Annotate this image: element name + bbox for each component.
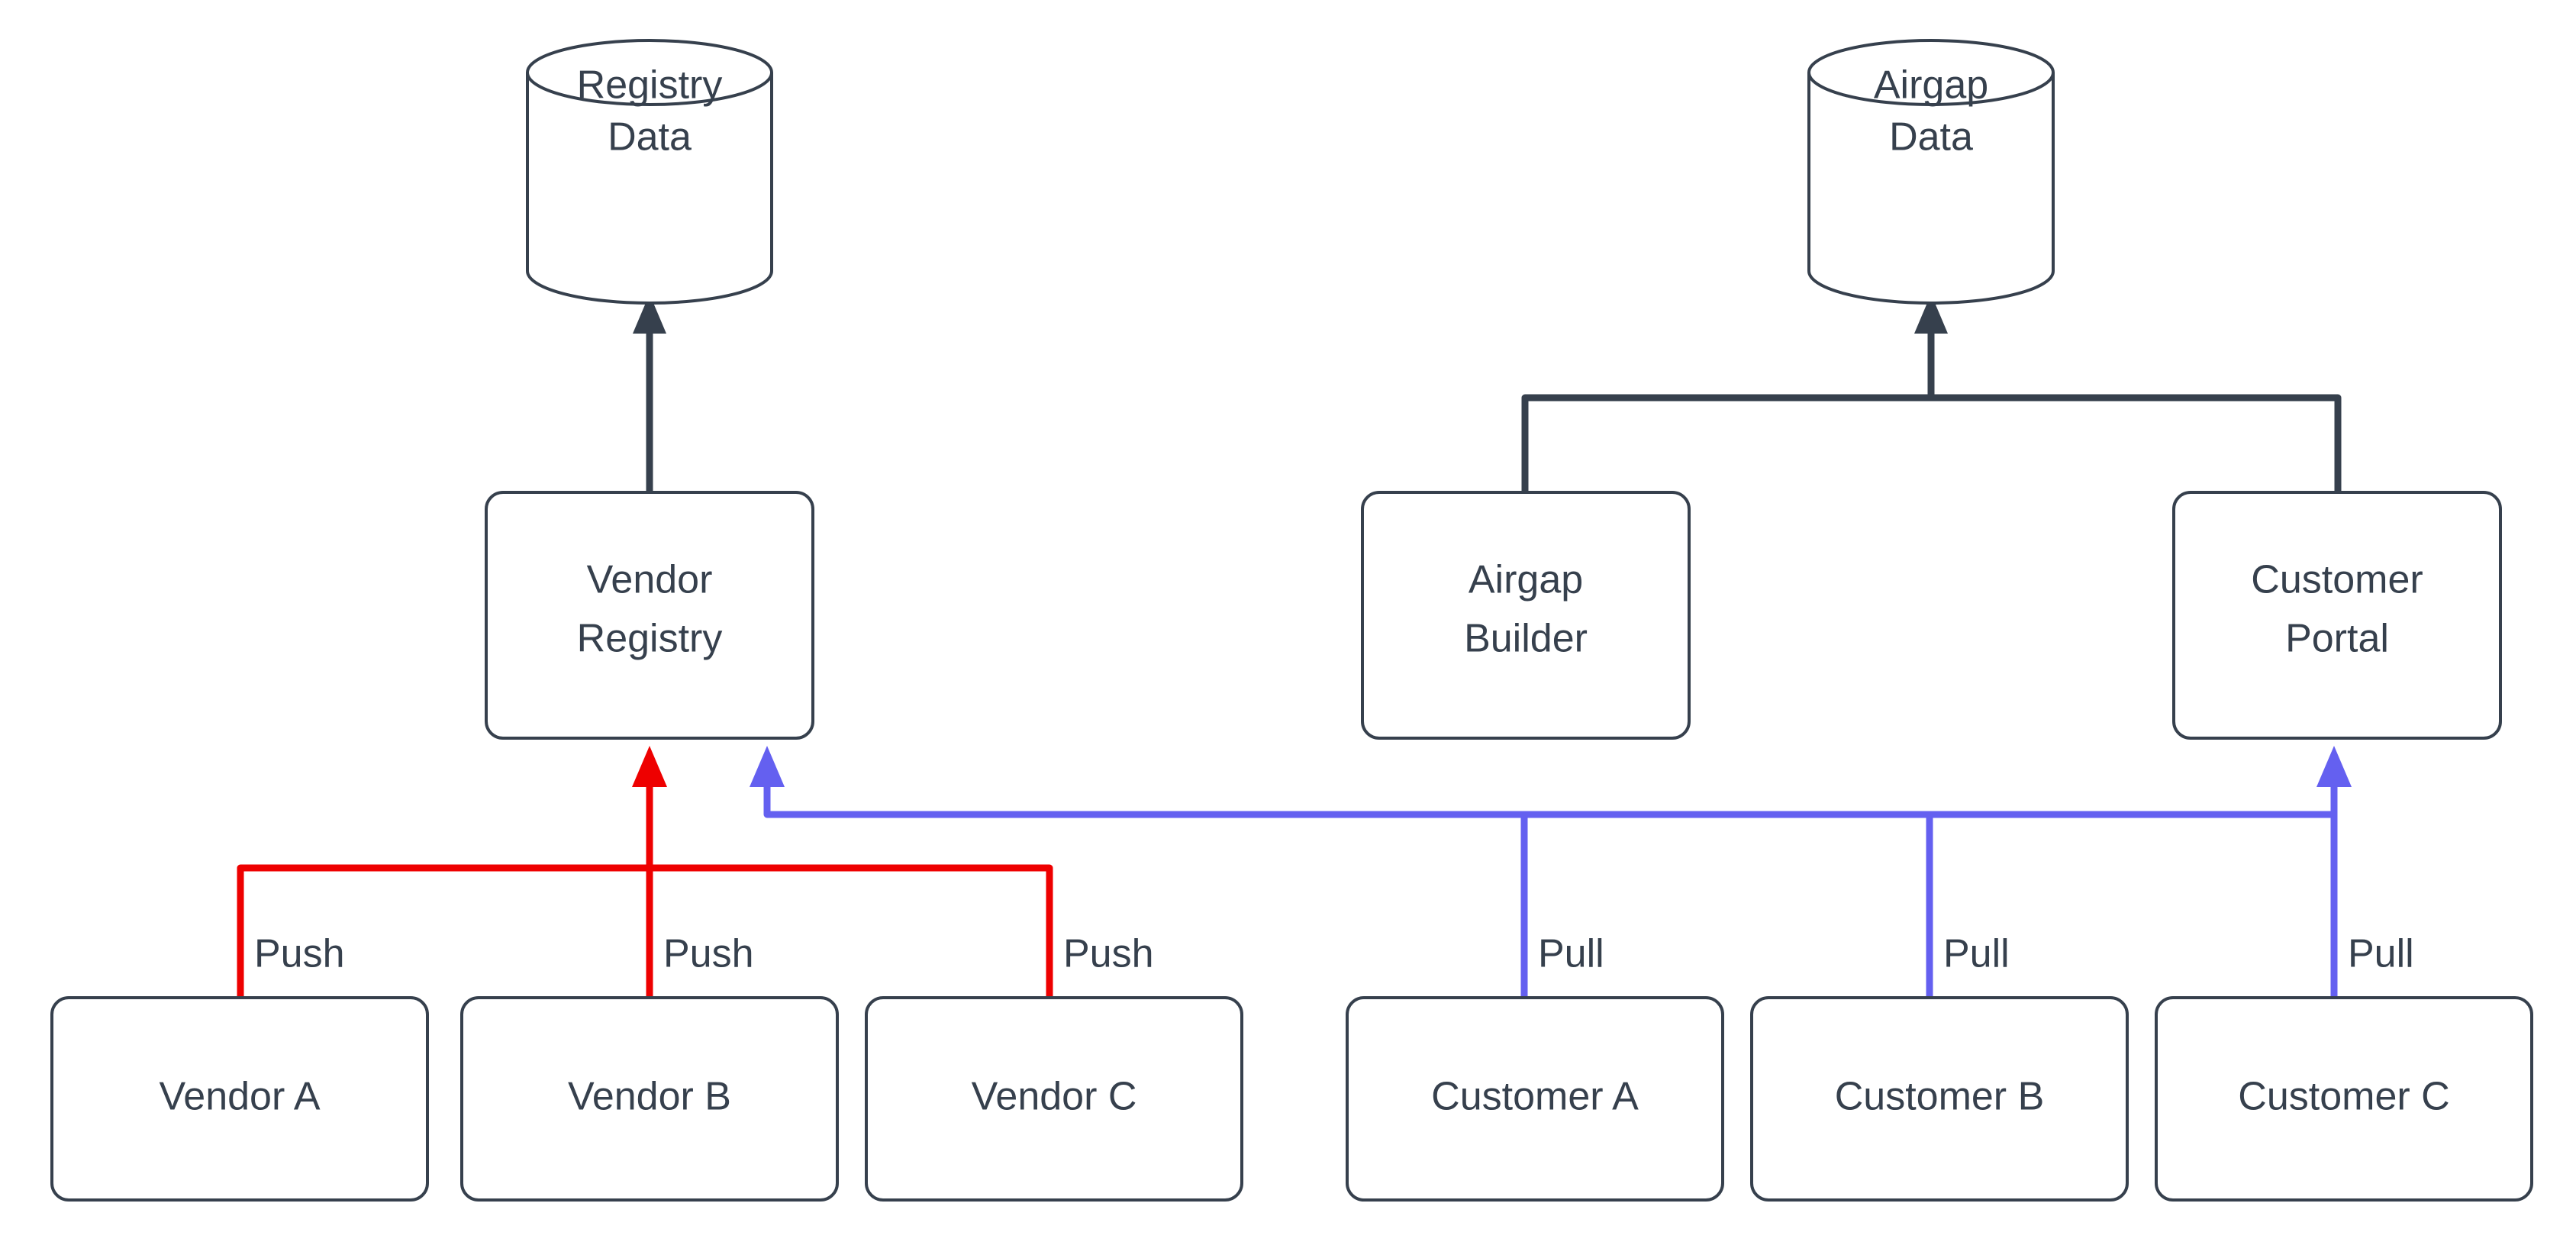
node-label: Customer A [1431, 1075, 1639, 1119]
pull-bus-left [763, 763, 2334, 818]
cylinder-top [1807, 39, 2055, 106]
node-label-line2: Data [608, 115, 692, 160]
node-label-line1: Airgap [1874, 63, 1988, 108]
node-vendor-c[interactable]: Vendor C [865, 996, 1243, 1202]
node-box [485, 491, 814, 740]
node-customer-c[interactable]: Customer C [2155, 996, 2533, 1202]
edge-label-customer-b-pull: Pull [1943, 932, 2010, 976]
node-box [1750, 996, 2129, 1202]
arrowhead-up-icon [632, 746, 667, 787]
arrowhead-up-icon [750, 746, 785, 787]
edge-bus [1521, 394, 2342, 492]
edge-customers-pull [750, 746, 2352, 998]
node-label-line2: Portal [2285, 617, 2389, 661]
arrowhead-up-icon [1914, 294, 1948, 334]
node-box [50, 996, 429, 1202]
edge-vendor-registry-to-registry-data [633, 294, 666, 492]
node-vendor-b[interactable]: Vendor B [460, 996, 839, 1202]
node-label-line1: Airgap [1469, 558, 1583, 602]
node-customer-b[interactable]: Customer B [1750, 996, 2129, 1202]
node-label: Vendor C [972, 1075, 1137, 1119]
node-label: Vendor A [159, 1075, 320, 1119]
edge-label-vendor-a-push: Push [254, 932, 345, 976]
edge-label-customer-c-pull: Pull [2348, 932, 2414, 976]
node-vendor-registry[interactable]: Vendor Registry [485, 491, 814, 740]
node-label-line2: Data [1889, 115, 1973, 160]
edge-vendors-push-to-vendor-registry [237, 746, 1053, 998]
node-box [865, 996, 1243, 1202]
arrowhead-up-icon [2316, 746, 2352, 787]
node-registry-data[interactable]: Registry Data [526, 39, 773, 305]
edge-label-vendor-c-push: Push [1063, 932, 1154, 976]
node-label: Vendor B [568, 1075, 731, 1119]
node-airgap-builder[interactable]: Airgap Builder [1361, 491, 1691, 740]
node-box [2172, 491, 2502, 740]
node-label-line1: Registry [577, 63, 723, 108]
node-label: Customer C [2238, 1075, 2449, 1119]
push-bus [237, 864, 1053, 998]
node-label: Customer B [1835, 1075, 2045, 1119]
node-label-line1: Customer [2251, 558, 2423, 602]
node-box [460, 996, 839, 1202]
node-label-line2: Builder [1464, 617, 1588, 661]
node-airgap-data[interactable]: Airgap Data [1807, 39, 2055, 305]
cylinder-body [526, 73, 773, 305]
node-box [2155, 996, 2533, 1202]
cylinder-body [1807, 73, 2055, 305]
edge-label-vendor-b-push: Push [663, 932, 754, 976]
cylinder-top [526, 39, 773, 106]
node-box [1346, 996, 1724, 1202]
edge-label-customer-a-pull: Pull [1538, 932, 1604, 976]
node-label-line1: Vendor [587, 558, 713, 602]
arrowhead-up-icon [633, 294, 666, 334]
node-label-line2: Registry [577, 617, 723, 661]
node-vendor-a[interactable]: Vendor A [50, 996, 429, 1202]
node-customer-portal[interactable]: Customer Portal [2172, 491, 2502, 740]
edge-airgap-tree-to-airgap-data [1521, 294, 2342, 492]
node-box [1361, 491, 1691, 740]
node-customer-a[interactable]: Customer A [1346, 996, 1724, 1202]
